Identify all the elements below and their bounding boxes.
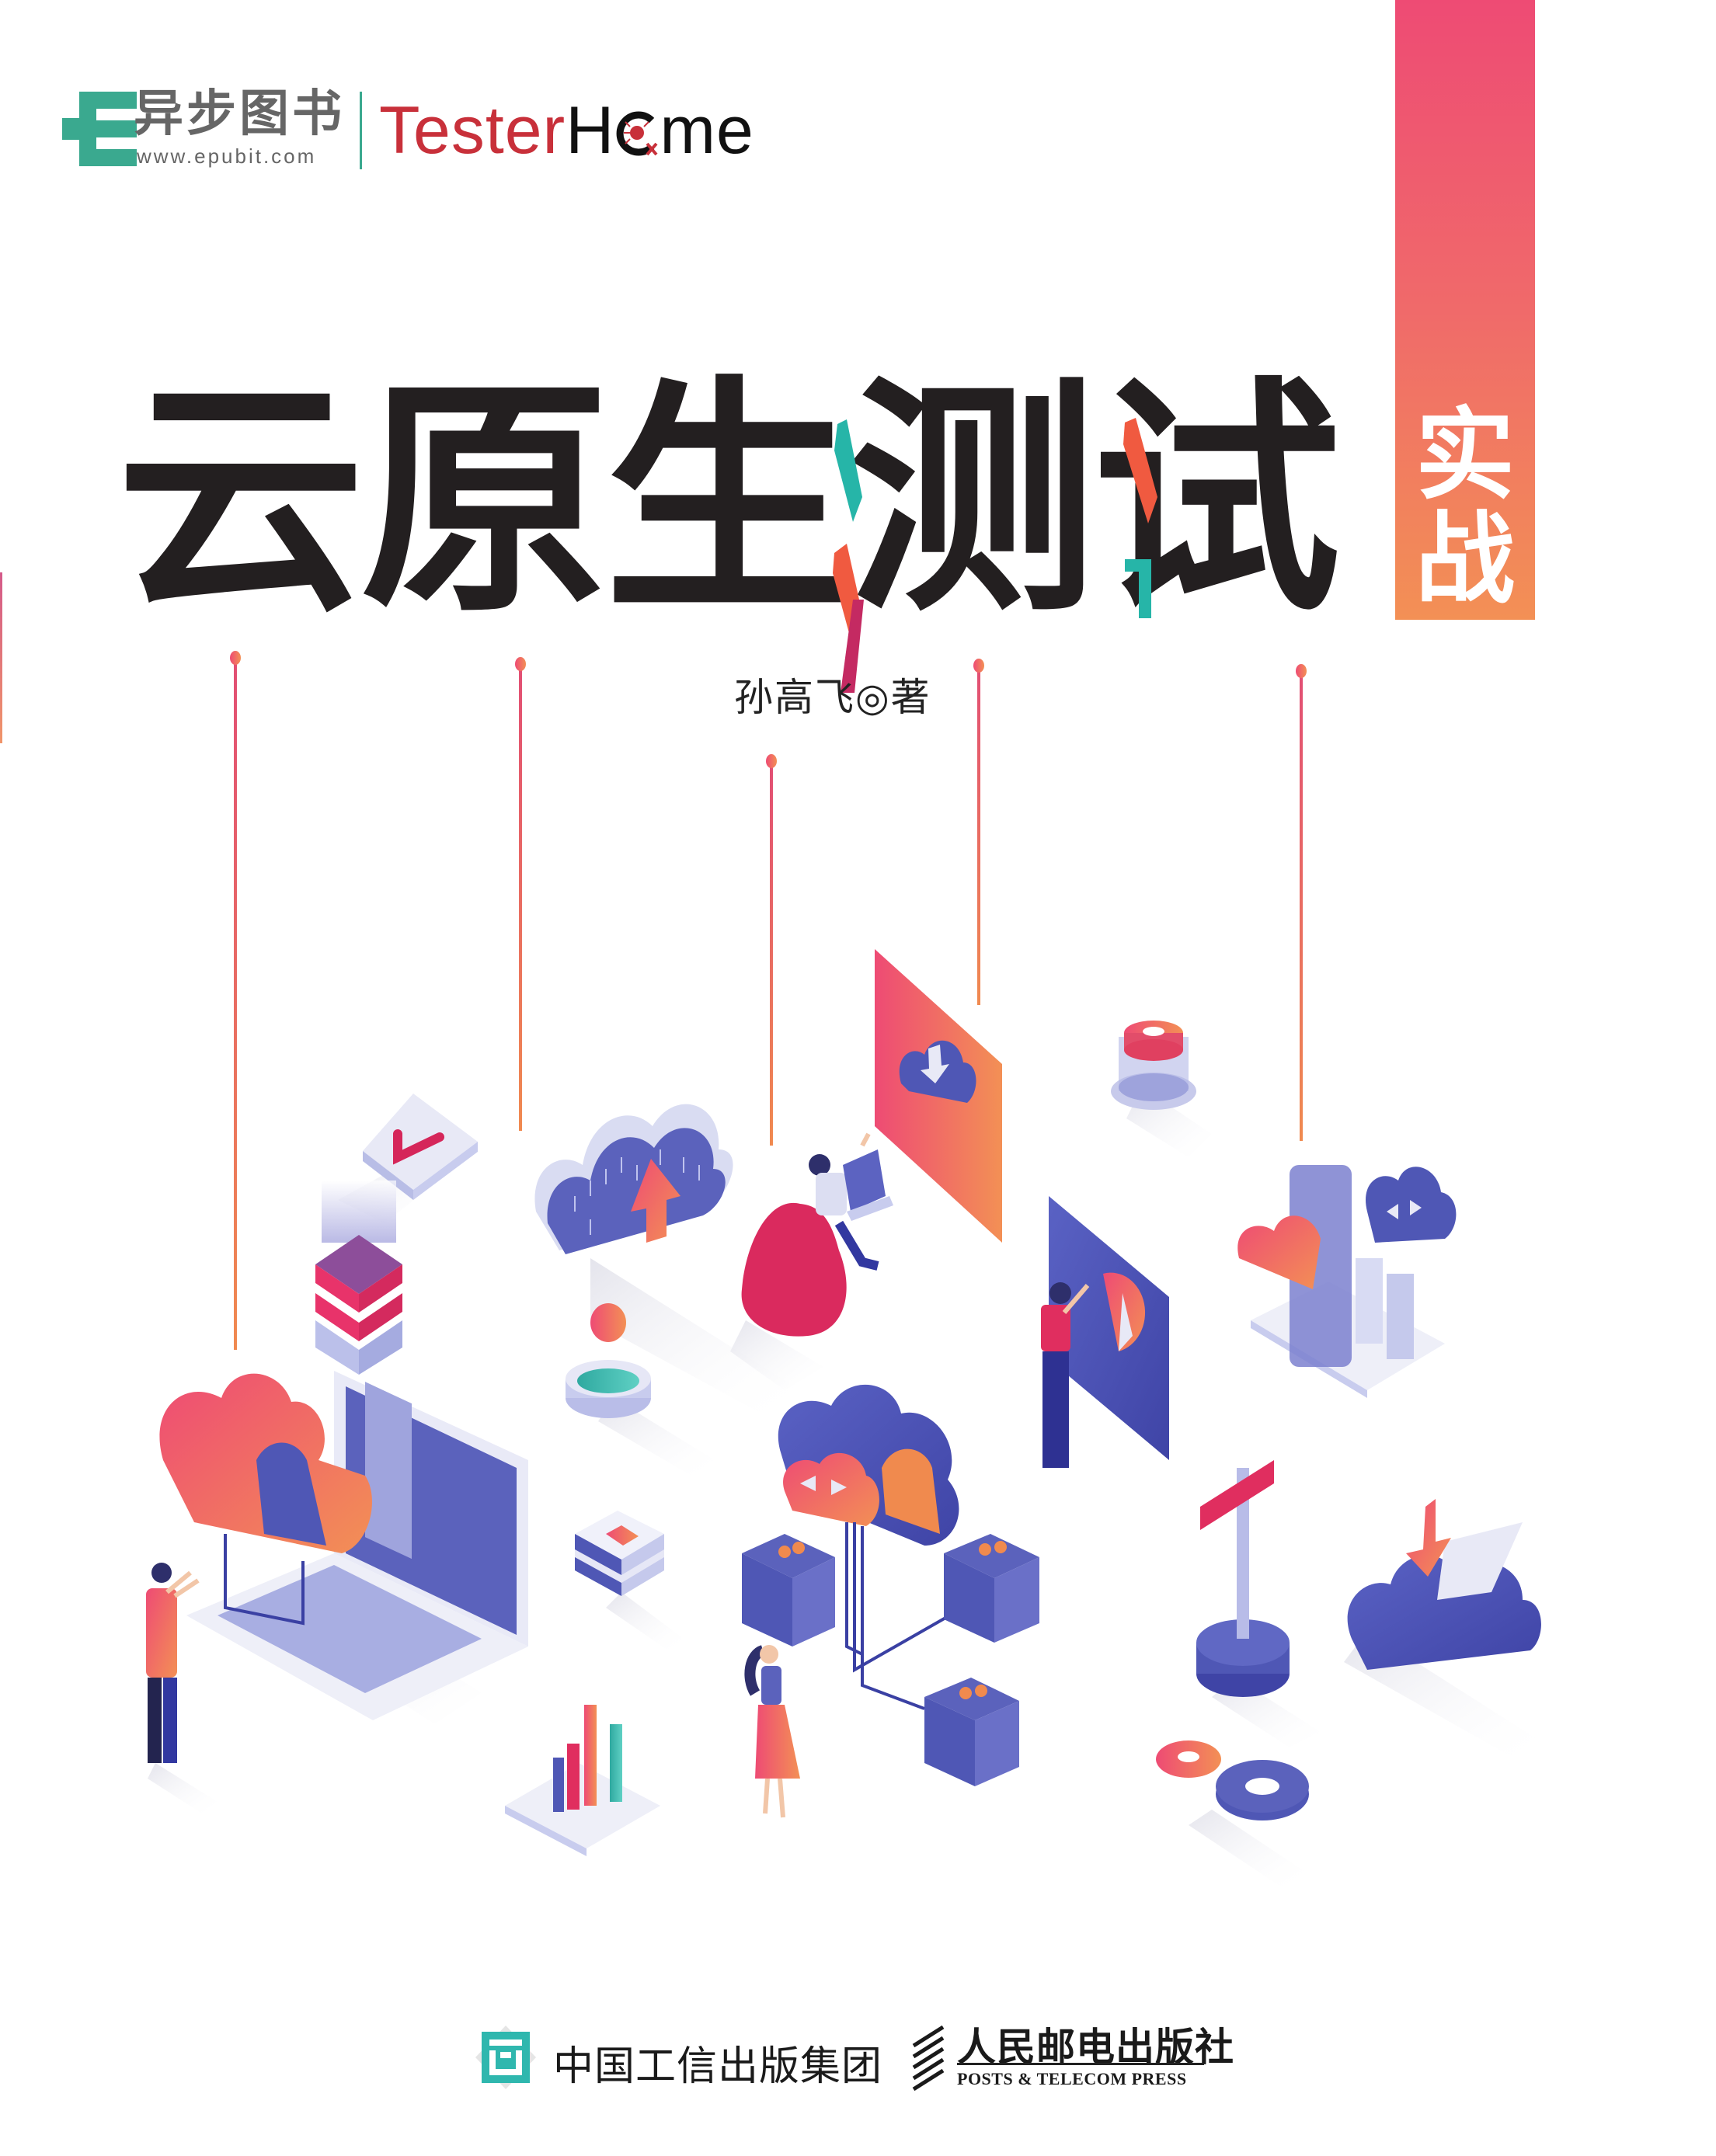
twin-gears-icon xyxy=(1156,1740,1309,1887)
layered-server-stack-icon xyxy=(315,1181,402,1375)
epubit-url: www.epubit.com xyxy=(137,144,317,168)
miit-publishing-group-icon xyxy=(475,2026,536,2089)
pin-line-1 xyxy=(230,651,241,1350)
pin-line-2 xyxy=(515,657,526,1131)
subtitle: 实战 xyxy=(1395,404,1535,612)
gear-in-glass-icon xyxy=(1111,1021,1212,1157)
publisher-name: 人民邮电出版社 xyxy=(957,2024,1234,2070)
cloud-download-file-icon xyxy=(1344,1499,1541,1763)
bug-o-icon xyxy=(614,110,660,156)
server-rack-right-top xyxy=(944,1534,1039,1643)
man-pointing-at-cloud xyxy=(146,1563,218,1813)
testerhome-logo: TesterH me xyxy=(379,92,754,169)
publisher-group-name: 中国工信出版集团 xyxy=(553,2043,883,2090)
testerhome-tester: Tester xyxy=(379,93,566,168)
cloud-download-panel-icon xyxy=(875,949,1002,1243)
author-line: 孙高飞◎著 xyxy=(734,675,931,720)
bar-chart-platform-icon xyxy=(505,1705,660,1856)
publisher-rule xyxy=(957,2063,1204,2065)
cloud-upload-icon xyxy=(534,1104,800,1414)
layered-box-icon xyxy=(575,1511,684,1650)
checkmark-tile-icon xyxy=(338,1094,478,1223)
server-rack-left xyxy=(742,1534,835,1647)
pin-line-3 xyxy=(766,754,777,1146)
epubit-e-icon xyxy=(62,92,137,166)
woman-operating-server xyxy=(744,1645,800,1818)
sphere-on-pedestal-icon xyxy=(566,1303,715,1476)
hammer-on-gear-icon xyxy=(1196,1460,1321,1747)
phone-cloud-server-platform xyxy=(1237,1165,1457,1398)
epubit-brand-name: 异步图书 xyxy=(134,85,345,143)
testerhome-me: me xyxy=(660,93,754,168)
subtitle-text: 实战 xyxy=(1415,398,1515,617)
title-accent-strokes xyxy=(833,418,1157,693)
testerhome-h: H xyxy=(566,93,615,168)
pin-line-5 xyxy=(1296,664,1307,1141)
laptop-with-cloud-circuit xyxy=(159,1371,528,1724)
subtitle-ribbon xyxy=(1395,0,1535,620)
cloud-cluster-with-servers xyxy=(742,1384,1039,1786)
edge-mark xyxy=(0,572,2,743)
logo-divider xyxy=(360,92,362,169)
server-rack-right-bottom xyxy=(924,1678,1019,1786)
publisher-english-name: POSTS & TELECOM PRESS xyxy=(957,2069,1187,2088)
man-on-beanbag-with-laptop xyxy=(730,1132,893,1390)
book-title: 云原生测试 xyxy=(117,356,1341,645)
pin-line-4 xyxy=(973,659,984,1005)
posts-telecom-press-icon xyxy=(909,2024,948,2092)
presenter-with-pie-chart-board xyxy=(1041,1196,1169,1468)
